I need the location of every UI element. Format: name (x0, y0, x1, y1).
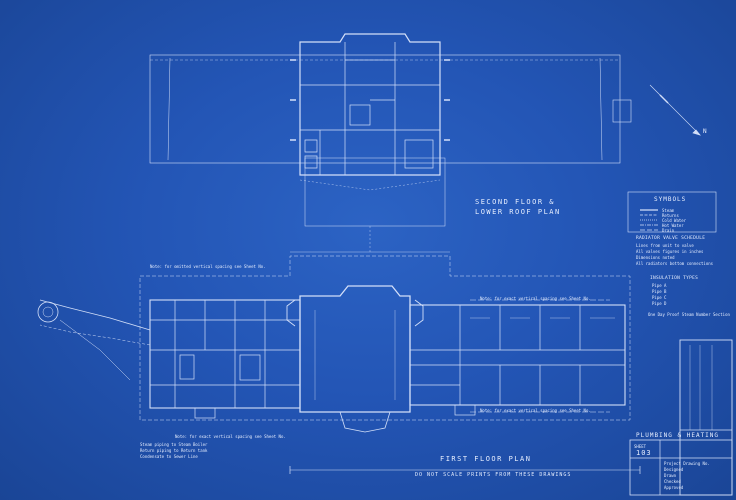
radiator-line: Dimensions noted (636, 255, 675, 260)
insulation-line: Pipe A (652, 283, 667, 288)
right-bottom-note: Note: for exact vertical spacing see She… (480, 408, 591, 413)
second-floor-title-line1: SECOND FLOOR & (475, 198, 556, 206)
legend-item: Steam (662, 208, 675, 213)
title-block-line: Designed (664, 467, 684, 472)
left-note: Return piping to Return tank (140, 448, 208, 453)
title-block-line: Approved (664, 485, 684, 490)
first-floor-title: FIRST FLOOR PLAN (440, 455, 532, 463)
legend-item: Drain (662, 228, 675, 233)
legend-title: SYMBOLS (654, 196, 687, 203)
first-floor-plan (37, 255, 631, 433)
radiator-line: Lines from unit to valve (636, 243, 694, 248)
title-block-heading: PLUMBING & HEATING (636, 432, 720, 439)
insulation-line: Pipe D (652, 301, 667, 306)
north-arrow (649, 84, 701, 136)
legend-item: Hot Water (662, 223, 684, 228)
warning-note: DO NOT SCALE PRINTS FROM THESE DRAWINGS (415, 472, 572, 478)
title-block-line: Project Drawing No. (664, 461, 710, 466)
sheet-label: SHEET (634, 444, 647, 449)
insulation-line: Pipe C (652, 295, 667, 300)
title-block-line: Drawn (664, 473, 677, 478)
top-pipe-note: Note: for omitted vertical spacing see S… (150, 264, 266, 269)
legend-box (627, 191, 717, 233)
left-note: Steam piping to Steam Boiler (140, 442, 208, 447)
second-floor-title-line2: LOWER ROOF PLAN (475, 208, 561, 216)
bottom-note: Note: for exact vertical spacing see She… (175, 434, 286, 439)
insulation-line: Pipe B (652, 289, 667, 294)
second-floor-plan (149, 33, 632, 227)
radiator-line: All radiators bottom connections (636, 261, 714, 266)
title-block-line: Checked (664, 479, 681, 484)
legend-item: Cold Water (662, 218, 687, 223)
north-label: N (703, 128, 708, 135)
radiator-schedule-title: RADIATOR VALVE SCHEDULE (636, 236, 706, 241)
legend-footnote: One Day Proof Steam Number Section (648, 312, 730, 317)
title-block-frame (629, 339, 733, 496)
legend-item: Returns (662, 213, 679, 218)
insulation-title: INSULATION TYPES (650, 276, 699, 281)
left-note: Condensate to Sewer Line (140, 454, 198, 459)
radiator-line: All valves figures in inches (636, 249, 704, 254)
right-top-note: Note: for exact vertical spacing see She… (480, 296, 591, 301)
sheet-number: 103 (636, 449, 652, 457)
